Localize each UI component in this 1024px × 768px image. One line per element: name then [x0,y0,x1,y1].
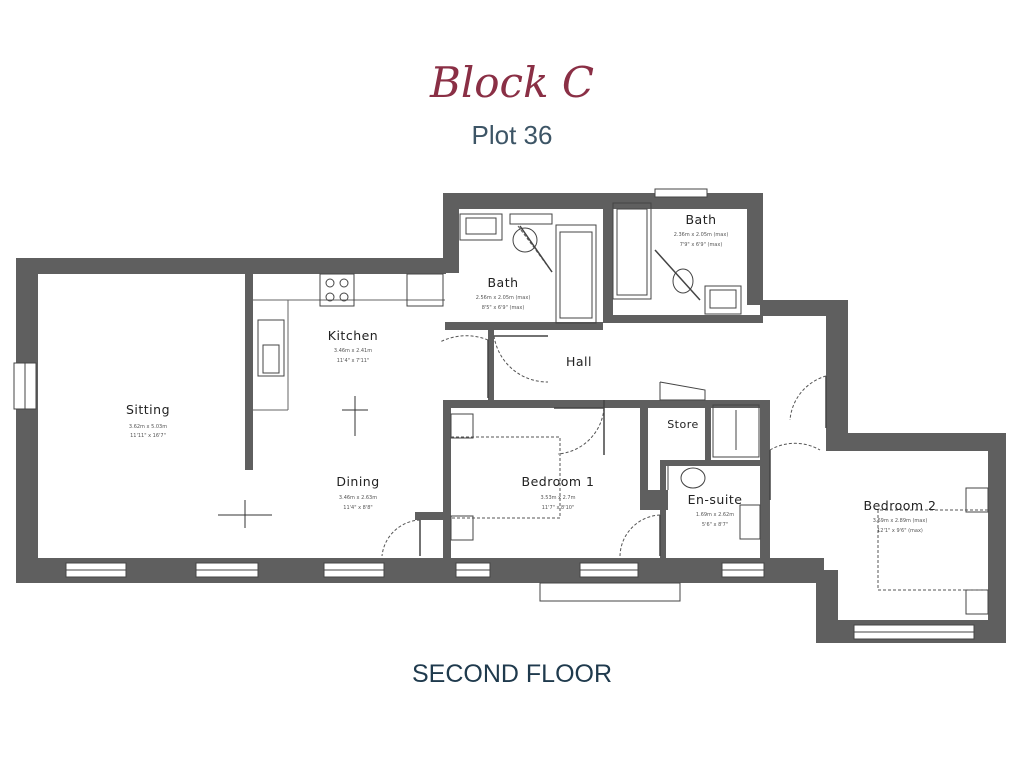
svg-text:3.53m x 2.7m: 3.53m x 2.7m [541,495,576,501]
room-ensuite: En-suite 1.69m x 2.62m 5'6" x 8'7" [688,492,743,528]
room-bath-2: Bath 2.36m x 2.05m (max) 7'9" x 6'9" (ma… [674,212,729,248]
svg-text:1.69m x 2.62m: 1.69m x 2.62m [696,512,734,518]
block-title: Block C [429,58,595,107]
bath1-fixtures [459,213,597,324]
svg-text:11'4" x 7'11": 11'4" x 7'11" [337,358,370,364]
room-dining: Dining 3.46m x 2.63m 11'4" x 8'8" [336,474,379,511]
room-bedroom-2: Bedroom 2 3.69m x 2.89m (max) 12'1" x 9'… [864,498,937,534]
plot-subtitle: Plot 36 [471,120,553,150]
balcony-outline [539,582,681,602]
bedroom-furniture [450,413,989,615]
svg-text:2.56m x 2.05m (max): 2.56m x 2.05m (max) [476,295,531,301]
svg-text:2.36m x 2.05m (max): 2.36m x 2.05m (max) [674,232,729,238]
room-bath-1: Bath 2.56m x 2.05m (max) 8'5" x 6'9" (ma… [476,275,531,311]
floor-label: SECOND FLOOR [411,660,613,688]
room-kitchen-name: Kitchen [328,328,378,343]
room-bedroom-2-name: Bedroom 2 [864,498,937,513]
room-store-name: Store [667,418,699,431]
room-hall-name: Hall [566,354,592,369]
svg-text:3.69m x 2.89m (max): 3.69m x 2.89m (max) [873,518,928,524]
room-ensuite-name: En-suite [688,492,743,507]
ensuite-fixtures [667,404,761,540]
room-sitting: Sitting 3.62m x 5.03m 11'11" x 16'7" [126,402,170,439]
kitchen-fixtures [218,273,445,528]
room-sitting-name: Sitting [126,402,170,417]
doors [381,225,827,557]
svg-text:7'9" x 6'9" (max): 7'9" x 6'9" (max) [680,242,723,248]
room-bath-2-name: Bath [685,212,716,227]
svg-text:3.62m x 5.03m: 3.62m x 5.03m [129,424,167,430]
svg-text:11'4" x 8'8": 11'4" x 8'8" [343,505,372,511]
room-bath-1-name: Bath [487,275,518,290]
bath2-fixtures [612,202,742,315]
svg-text:8'5" x 6'9" (max): 8'5" x 6'9" (max) [482,305,525,311]
room-bedroom-1: Bedroom 1 3.53m x 2.7m 11'7" x 8'10" [522,474,595,511]
svg-text:3.46m x 2.41m: 3.46m x 2.41m [334,348,372,354]
room-kitchen: Kitchen 3.46m x 2.41m 11'4" x 7'11" [328,328,378,364]
svg-text:5'6" x 8'7": 5'6" x 8'7" [702,522,728,528]
svg-text:11'7" x 8'10": 11'7" x 8'10" [542,505,575,511]
walls [16,193,1006,643]
room-bedroom-1-name: Bedroom 1 [522,474,595,489]
room-dining-name: Dining [336,474,379,489]
windows [13,188,975,640]
svg-text:12'1" x 9'6" (max): 12'1" x 9'6" (max) [877,528,923,534]
svg-text:11'11" x 16'7": 11'11" x 16'7" [130,433,166,439]
svg-text:3.46m x 2.63m: 3.46m x 2.63m [339,495,377,501]
